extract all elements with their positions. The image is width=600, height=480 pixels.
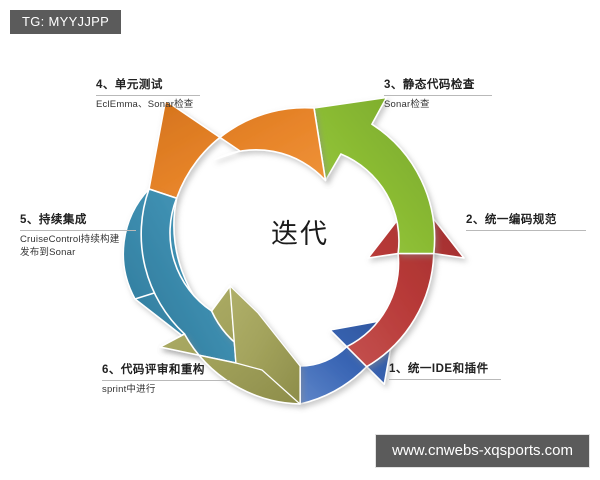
callout-step-6: 6、代码评审和重构 sprint中进行 [102,363,230,396]
cycle-center-label: 迭代 [271,219,329,250]
cycle-arrow-step-6 [159,285,301,405]
callout-step-2-title: 2、统一编码规范 [466,214,557,226]
callout-step-6-title: 6、代码评审和重构 [102,364,205,376]
callout-step-3-subline-1: Sonar检查 [384,99,430,111]
callout-step-5-title: 5、持续集成 [20,214,87,226]
callout-step-1-rule [389,379,501,381]
site-watermark: www.cnwebs-xqsports.com [375,434,590,468]
callout-step-4: 4、单元测试 EclEmma、Sonar检查 [96,78,200,111]
callout-step-1: 1、统一IDE和插件 [389,362,501,383]
callout-step-3-title: 3、静态代码检查 [384,79,475,91]
callout-step-5-subline-1: CruiseControl持续构建 [20,234,120,246]
callout-step-2-rule [466,230,586,232]
callout-step-2: 2、统一编码规范 [466,213,586,234]
callout-step-4-subline-1: EclEmma、Sonar检查 [96,99,194,111]
callout-step-3-rule [384,95,492,97]
callout-step-5: 5、持续集成 CruiseControl持续构建 发布到Sonar [20,213,136,259]
callout-step-1-title: 1、统一IDE和插件 [389,363,489,375]
callout-step-6-rule [102,380,230,382]
cycle-arrow-step-4 [148,99,327,200]
callout-step-5-rule [20,230,136,232]
callout-step-6-subline-1: sprint中进行 [102,384,156,396]
channel-tag-badge: TG: MYYJJPP [10,10,122,34]
callout-step-3: 3、静态代码检查 Sonar检查 [384,78,492,111]
callout-step-4-rule [96,95,200,97]
callout-step-4-title: 4、单元测试 [96,79,163,91]
callout-step-5-subline-2: 发布到Sonar [20,247,76,259]
